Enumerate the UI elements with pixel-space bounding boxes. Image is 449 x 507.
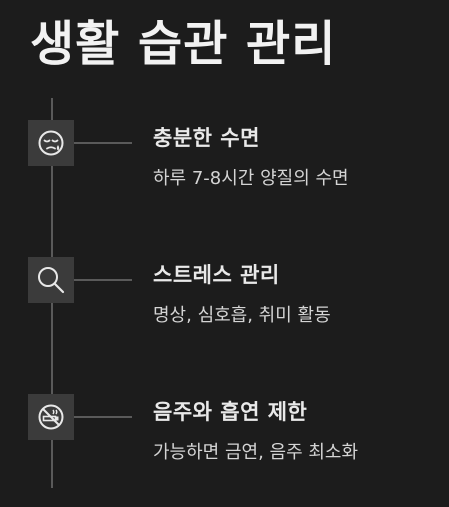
magnifier-icon bbox=[35, 264, 67, 296]
item-description: 하루 7-8시간 양질의 수면 bbox=[153, 168, 349, 189]
item-heading: 음주와 흡연 제한 bbox=[153, 400, 308, 424]
timeline-item-sleep: 충분한 수면 하루 7-8시간 양질의 수면 bbox=[0, 120, 449, 200]
icon-box bbox=[28, 120, 74, 166]
page-title: 생활 습관 관리 bbox=[30, 16, 337, 72]
connector-line bbox=[74, 416, 132, 418]
item-description: 가능하면 금연, 음주 최소화 bbox=[153, 442, 359, 463]
connector-line bbox=[74, 279, 132, 281]
item-description: 명상, 심호흡, 취미 활동 bbox=[153, 305, 331, 326]
sleepy-face-icon bbox=[36, 128, 66, 158]
item-heading: 스트레스 관리 bbox=[153, 263, 280, 287]
timeline-item-stress: 스트레스 관리 명상, 심호흡, 취미 활동 bbox=[0, 257, 449, 337]
icon-box bbox=[28, 257, 74, 303]
icon-box bbox=[28, 394, 74, 440]
connector-line bbox=[74, 142, 132, 144]
no-smoking-icon bbox=[36, 402, 66, 432]
timeline-item-drinking-smoking: 음주와 흡연 제한 가능하면 금연, 음주 최소화 bbox=[0, 394, 449, 474]
item-heading: 충분한 수면 bbox=[153, 126, 260, 150]
